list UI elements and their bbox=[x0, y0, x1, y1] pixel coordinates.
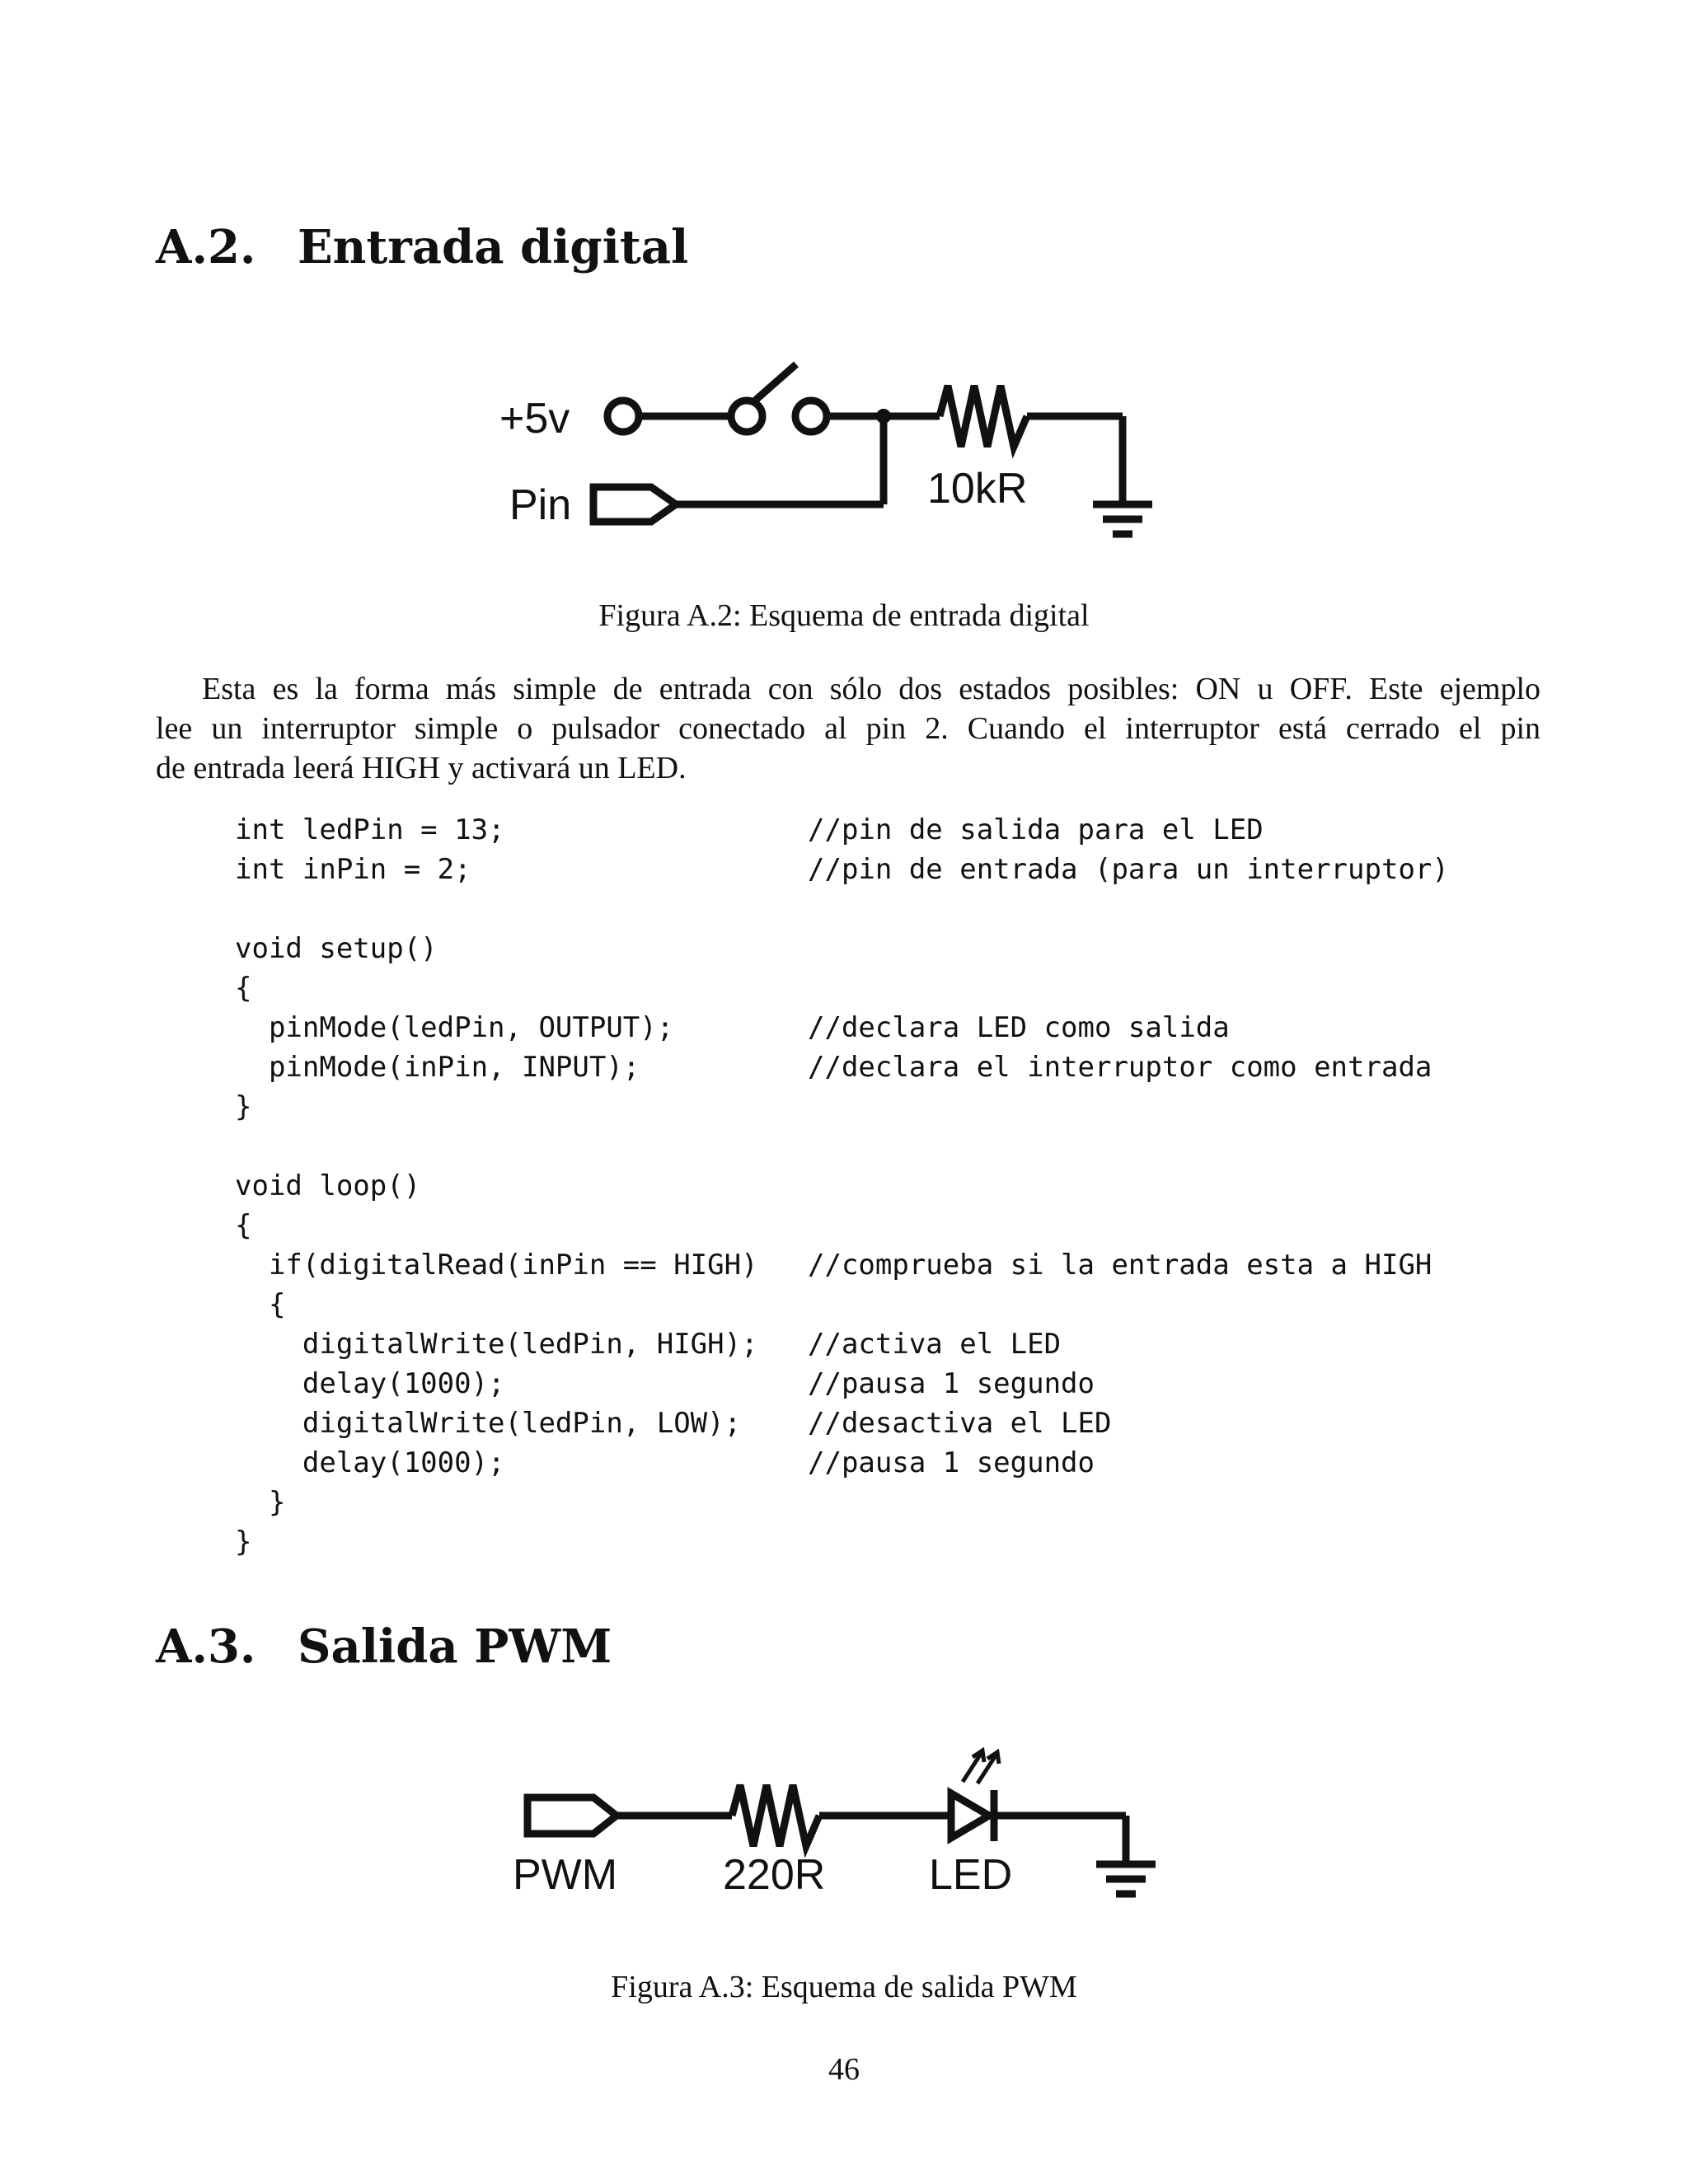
code-line: delay(1000); bbox=[235, 1367, 505, 1400]
led-triangle bbox=[947, 1787, 996, 1844]
code-line: digitalWrite(ledPin, LOW); bbox=[235, 1407, 742, 1440]
code-line: pinMode(inPin, INPUT); bbox=[235, 1051, 640, 1084]
code-comment: //pin de entrada (para un interruptor) bbox=[808, 853, 1449, 886]
pwm-label: PWM bbox=[513, 1851, 617, 1899]
ground-symbol bbox=[1096, 1860, 1156, 1898]
section-title: Entrada digital bbox=[298, 220, 689, 274]
switch-contact-left bbox=[727, 396, 767, 436]
code-comment: //pin de salida para el LED bbox=[808, 813, 1264, 846]
code-line: { bbox=[235, 1209, 252, 1242]
code-comment: //desactiva el LED bbox=[808, 1407, 1112, 1440]
code-line: delay(1000); bbox=[235, 1446, 505, 1479]
page-number: 46 bbox=[828, 2052, 860, 2087]
code-line: void loop() bbox=[235, 1169, 421, 1202]
ground-symbol bbox=[1093, 500, 1152, 538]
figure-a3-caption: Figura A.3: Esquema de salida PWM bbox=[611, 1970, 1077, 2004]
resistor-label: 220R bbox=[723, 1851, 825, 1899]
paragraph-line: lee un interruptor simple o pulsador con… bbox=[156, 711, 1540, 746]
switch-lever bbox=[753, 361, 799, 404]
pin-label: Pin bbox=[509, 481, 571, 529]
resistor-10k bbox=[935, 384, 1031, 459]
code-line: { bbox=[235, 1288, 286, 1321]
paragraph-line: de entrada leerá HIGH y activará un LED. bbox=[156, 751, 687, 785]
led-light-arrows bbox=[960, 1746, 1001, 1785]
resistor-220 bbox=[728, 1783, 823, 1858]
figure-a3-schematic: PWM 220R LED bbox=[513, 1746, 1156, 1899]
code-line: int ledPin = 13; bbox=[235, 813, 505, 846]
code-line: if(digitalRead(inPin == HIGH) bbox=[235, 1249, 758, 1282]
section-heading-a3: A.3.Salida PWM bbox=[156, 1624, 612, 1670]
figure-a2-caption: Figura A.2: Esquema de entrada digital bbox=[598, 598, 1090, 633]
code-comment: //activa el LED bbox=[808, 1328, 1062, 1361]
switch-contact-right bbox=[791, 396, 831, 436]
code-comment: //declara el interruptor como entrada bbox=[808, 1051, 1432, 1084]
code-comment: //comprueba si la entrada esta a HIGH bbox=[808, 1249, 1432, 1282]
code-line: } bbox=[235, 1526, 252, 1558]
code-line: } bbox=[235, 1090, 252, 1123]
code-line: pinMode(ledPin, OUTPUT); bbox=[235, 1011, 674, 1044]
junction-dot bbox=[876, 409, 891, 424]
figure-a2-schematic: +5v Pin 10kR bbox=[499, 361, 1152, 538]
vcc-label: +5v bbox=[499, 395, 570, 443]
resistor-label: 10kR bbox=[927, 465, 1027, 513]
code-comment: //pausa 1 segundo bbox=[808, 1367, 1095, 1400]
pwm-connector bbox=[523, 1793, 623, 1838]
section-title: Salida PWM bbox=[298, 1619, 612, 1674]
code-comment: //pausa 1 segundo bbox=[808, 1446, 1095, 1479]
pin-connector bbox=[589, 483, 682, 526]
code-comment: //declara LED como salida bbox=[808, 1011, 1230, 1044]
section-number: A.3. bbox=[156, 1619, 256, 1674]
section-heading-a2: A.2.Entrada digital bbox=[156, 224, 688, 270]
code-line: void setup() bbox=[235, 932, 438, 965]
code-line: { bbox=[235, 972, 252, 1005]
code-line: int inPin = 2; bbox=[235, 853, 471, 886]
body-paragraph: Esta es la forma más simple de entrada c… bbox=[156, 669, 1540, 788]
paragraph-line: Esta es la forma más simple de entrada c… bbox=[202, 672, 1540, 706]
code-line: } bbox=[235, 1486, 286, 1519]
vcc-terminal bbox=[603, 396, 643, 436]
code-line: digitalWrite(ledPin, HIGH); bbox=[235, 1328, 758, 1361]
led-label: LED bbox=[929, 1851, 1012, 1899]
section-number: A.2. bbox=[156, 220, 256, 274]
